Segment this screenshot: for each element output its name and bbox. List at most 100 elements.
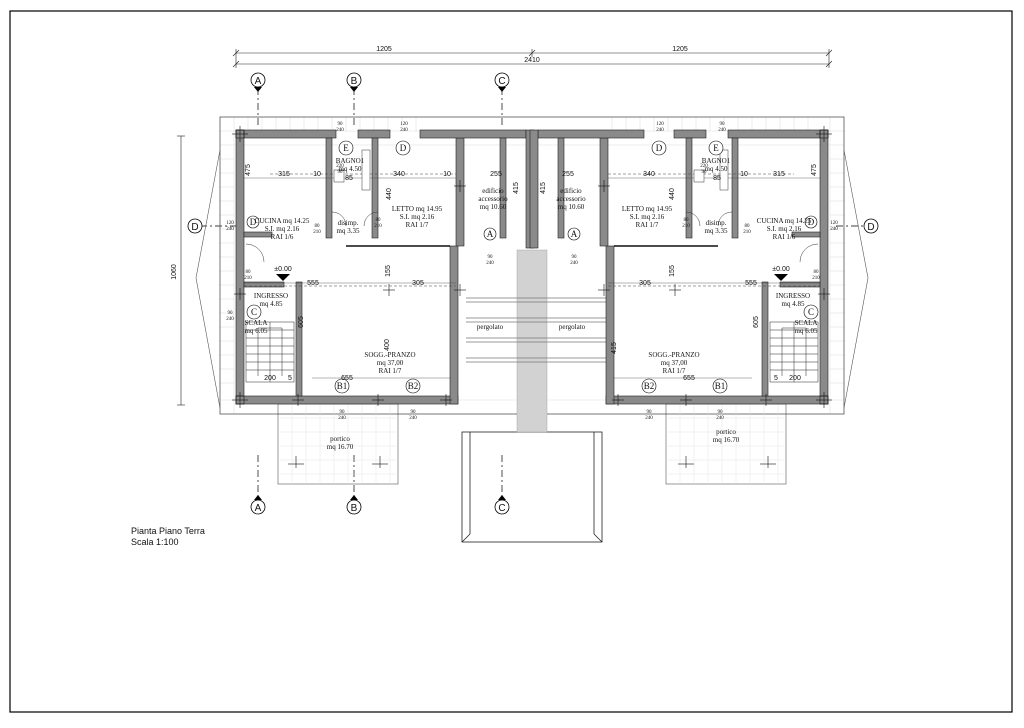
svg-text:90: 90 — [228, 311, 234, 316]
svg-text:240: 240 — [645, 416, 653, 421]
svg-text:220: 220 — [336, 164, 344, 169]
svg-text:155: 155 — [385, 265, 392, 277]
svg-text:5: 5 — [774, 375, 778, 382]
room-pergolato-right: pergolato — [559, 323, 586, 331]
level-markers — [276, 274, 788, 281]
svg-text:10: 10 — [443, 171, 451, 178]
svg-text:240: 240 — [400, 128, 408, 133]
svg-text:90: 90 — [340, 410, 346, 415]
svg-text:mq 4.50: mq 4.50 — [705, 165, 728, 173]
svg-text:SOGG.-PRANZO: SOGG.-PRANZO — [364, 351, 415, 359]
room-scala-right: SCALA mq 6.05 — [795, 319, 818, 335]
svg-text:accessorio: accessorio — [478, 195, 508, 203]
dim-half-left: 1205 — [376, 46, 392, 53]
svg-text:210: 210 — [682, 224, 690, 229]
svg-text:RAI 1/7: RAI 1/7 — [663, 367, 686, 375]
svg-text:mq 6.05: mq 6.05 — [795, 327, 818, 335]
svg-text:475: 475 — [245, 164, 252, 176]
svg-text:90: 90 — [338, 122, 344, 127]
pergola-beams — [466, 297, 610, 363]
svg-text:B1: B1 — [715, 381, 726, 391]
svg-text:90: 90 — [647, 410, 653, 415]
svg-text:655: 655 — [683, 375, 695, 382]
tag-a-left: A — [483, 227, 497, 241]
svg-text:accessorio: accessorio — [556, 195, 586, 203]
svg-text:A: A — [487, 229, 494, 239]
room-bagno-right: BAGNO1 mq 4.50 — [702, 157, 731, 173]
svg-text:340: 340 — [393, 171, 405, 178]
svg-text:340: 340 — [643, 171, 655, 178]
tag-e-left: E — [338, 140, 354, 156]
svg-text:portico: portico — [330, 435, 350, 443]
svg-text:240: 240 — [336, 128, 344, 133]
room-edificio-right: edificio accessorio mq 10.60 — [556, 187, 586, 211]
axis-marker-c-bottom: C — [494, 499, 510, 515]
svg-text:90: 90 — [338, 170, 344, 175]
svg-text:INGRESSO: INGRESSO — [254, 292, 288, 300]
svg-text:200: 200 — [264, 375, 276, 382]
svg-text:240: 240 — [718, 128, 726, 133]
room-scala-left: SCALA mq 6.05 — [245, 319, 268, 335]
svg-text:120: 120 — [656, 122, 664, 127]
left-dimension — [177, 135, 185, 406]
svg-text:605: 605 — [753, 316, 760, 328]
sheet-border — [9, 10, 1013, 713]
svg-text:RAI 1/6: RAI 1/6 — [271, 233, 294, 241]
dim-half-right: 1205 — [672, 46, 688, 53]
svg-text:CUCINA mq 14.25: CUCINA mq 14.25 — [757, 217, 812, 225]
stair-left — [245, 321, 295, 383]
svg-text:SCALA: SCALA — [245, 319, 268, 327]
svg-text:S.I. mq 2.16: S.I. mq 2.16 — [630, 213, 665, 221]
svg-text:B: B — [351, 503, 358, 514]
svg-text:S.I. mq 2.16: S.I. mq 2.16 — [767, 225, 802, 233]
svg-text:5: 5 — [288, 375, 292, 382]
svg-text:80: 80 — [246, 270, 252, 275]
svg-text:80: 80 — [376, 218, 382, 223]
svg-text:edificio: edificio — [560, 187, 582, 195]
svg-text:disimp.: disimp. — [706, 219, 727, 227]
interior-dimensions: 315 10 340 10 255 255 340 10 315 555 305… — [245, 164, 818, 382]
svg-text:240: 240 — [409, 416, 417, 421]
tag-b2-right: B2 — [641, 378, 657, 394]
dim-height: 1060 — [171, 264, 178, 280]
room-labels-right: CUCINA mq 14.25 S.I. mq 2.16 RAI 1/6 BAG… — [556, 157, 818, 444]
svg-text:305: 305 — [412, 280, 424, 287]
svg-text:10: 10 — [740, 171, 748, 178]
svg-text:C: C — [498, 76, 505, 87]
bath-fixtures — [333, 149, 729, 191]
level-quota-right: ±0.00 — [772, 266, 790, 273]
svg-text:90: 90 — [702, 170, 708, 175]
svg-text:210: 210 — [812, 276, 820, 281]
tag-d-side-right: D — [804, 215, 818, 229]
svg-text:E: E — [343, 143, 349, 153]
svg-text:mq 10.60: mq 10.60 — [558, 203, 585, 211]
svg-text:RAI 1/7: RAI 1/7 — [406, 221, 429, 229]
svg-text:440: 440 — [669, 188, 676, 200]
svg-text:475: 475 — [811, 164, 818, 176]
svg-text:305: 305 — [639, 280, 651, 287]
svg-text:440: 440 — [386, 188, 393, 200]
svg-text:555: 555 — [307, 280, 319, 287]
tag-b2-left: B2 — [405, 378, 421, 394]
svg-text:90: 90 — [720, 122, 726, 127]
svg-text:mq 6.05: mq 6.05 — [245, 327, 268, 335]
wall-tags: A A B1 B2 B2 B1 C C D D D D E E — [246, 140, 819, 394]
svg-text:85: 85 — [345, 175, 353, 182]
svg-text:mq 37,00: mq 37,00 — [377, 359, 404, 367]
svg-text:mq 16.70: mq 16.70 — [713, 436, 740, 444]
room-bagno-left: BAGNO1 mq 4.50 — [336, 157, 365, 173]
svg-text:mq 16.70: mq 16.70 — [327, 443, 354, 451]
svg-text:90: 90 — [411, 410, 417, 415]
svg-text:90: 90 — [572, 255, 578, 260]
svg-text:mq 4.50: mq 4.50 — [339, 165, 362, 173]
axis-marker-d-right: D — [863, 218, 879, 234]
svg-text:mq 10.60: mq 10.60 — [480, 203, 507, 211]
side-terraces — [195, 149, 869, 409]
svg-text:B1: B1 — [337, 381, 348, 391]
room-labels-left: CUCINA mq 14.25 S.I. mq 2.16 RAI 1/6 BAG… — [245, 157, 509, 451]
svg-text:C: C — [808, 307, 814, 317]
stair-right — [769, 321, 819, 383]
svg-text:210: 210 — [313, 230, 321, 235]
